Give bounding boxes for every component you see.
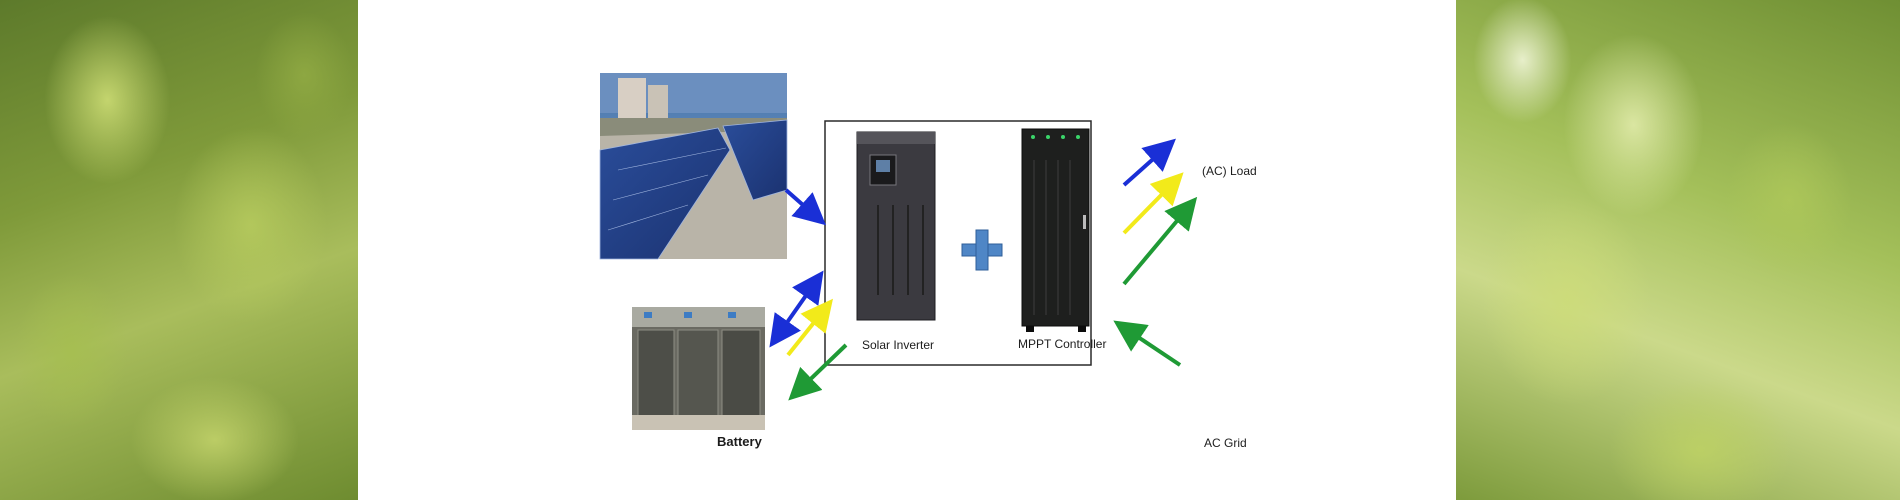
arrow-grid-to-controller bbox=[1113, 320, 1182, 367]
label-ac-load: (AC) Load bbox=[1202, 164, 1257, 178]
arrow-battery-inverter-bidirectional bbox=[769, 270, 824, 348]
solar-panel-photo bbox=[599, 73, 788, 260]
system-diagram bbox=[599, 73, 1198, 430]
arrow-solar-to-inverter bbox=[784, 188, 826, 226]
label-ac-grid: AC Grid bbox=[1204, 436, 1247, 450]
label-solar-inverter: Solar Inverter bbox=[862, 338, 935, 352]
center-panel: Solar Inverter MPPT Controller (AC) Load… bbox=[358, 0, 1456, 500]
battery-bank-photo bbox=[632, 307, 765, 430]
plus-icon bbox=[961, 229, 1003, 271]
arrow-to-load-blue bbox=[1122, 138, 1176, 187]
arrow-to-load-green bbox=[1122, 196, 1198, 286]
inverter-cabinet bbox=[856, 131, 936, 321]
label-mppt-controller: MPPT Controller bbox=[1018, 337, 1107, 351]
foliage-background-right bbox=[1456, 0, 1900, 500]
system-box bbox=[824, 120, 1092, 366]
arrow-to-battery-green bbox=[788, 343, 848, 401]
label-battery: Battery bbox=[717, 434, 762, 449]
mppt-cabinet bbox=[1021, 128, 1090, 332]
arrow-battery-yellow bbox=[786, 298, 833, 357]
foliage-background-left bbox=[0, 0, 358, 500]
arrow-to-load-yellow bbox=[1122, 172, 1184, 235]
